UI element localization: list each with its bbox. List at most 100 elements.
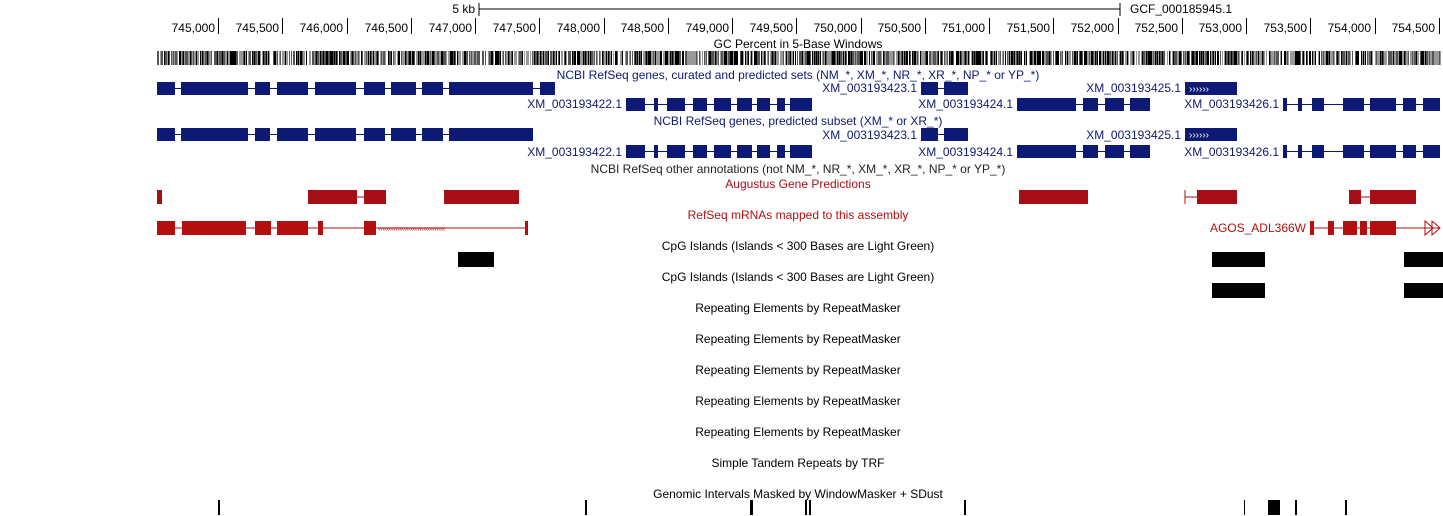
- gc-window-bar: [511, 51, 512, 65]
- refseq-all-track[interactable]: NCBI RefSeq genes, curated and predicted…: [157, 68, 1440, 111]
- gc-window-bar: [515, 51, 516, 65]
- gene-label-xm-003193422[interactable]: XM_003193422.1: [527, 97, 622, 111]
- gene-label-xm-003193422-subset[interactable]: XM_003193422.1: [527, 145, 622, 159]
- augustus-track[interactable]: Augustus Gene Predictions: [157, 177, 1416, 204]
- gc-window-bar: [258, 51, 259, 65]
- masked-interval[interactable]: [1345, 500, 1347, 515]
- mrna-agos-adl366w[interactable]: [1310, 219, 1441, 237]
- augustus-prediction[interactable]: [157, 190, 162, 204]
- refseq-mrna-track[interactable]: RefSeq mRNAs mapped to this assembly ‹‹‹…: [157, 208, 1441, 237]
- gc-window-bar: [1377, 51, 1378, 65]
- gc-window-bar: [182, 51, 183, 65]
- gene-label-xm-003193424[interactable]: XM_003193424.1: [918, 97, 1013, 111]
- gene-xm-003193423-subset[interactable]: [921, 128, 968, 141]
- gc-window-bar: [1321, 51, 1322, 65]
- gc-window-bar: [927, 51, 928, 65]
- augustus-prediction[interactable]: [1349, 190, 1361, 204]
- gc-window-bar: [545, 51, 546, 65]
- gc-window-bar: [972, 51, 973, 65]
- gene-label-xm-003193426-subset[interactable]: XM_003193426.1: [1184, 145, 1279, 159]
- gc-percent-track[interactable]: GC Percent in 5-Base Windows: [157, 37, 1441, 65]
- gc-window-bar: [872, 51, 873, 65]
- repeatmasker-track-title[interactable]: Repeating Elements by RepeatMasker: [695, 301, 900, 315]
- augustus-prediction[interactable]: [1370, 190, 1416, 204]
- gc-window-bar: [1044, 51, 1045, 65]
- windowmasker-track[interactable]: Genomic Intervals Masked by WindowMasker…: [218, 487, 1347, 515]
- repeatmasker-track-title[interactable]: Repeating Elements by RepeatMasker: [695, 363, 900, 377]
- gene-label-xm-003193423[interactable]: XM_003193423.1: [822, 81, 917, 95]
- base-position-ruler[interactable]: 5 kb GCF_000185945.1 745,000 745,500 746…: [172, 2, 1440, 35]
- repeatmasker-track-title[interactable]: Repeating Elements by RepeatMasker: [695, 332, 900, 346]
- gc-window-bar: [685, 51, 686, 65]
- gc-window-bar: [934, 51, 935, 65]
- gc-window-bar: [957, 51, 958, 65]
- gc-window-bar: [321, 51, 322, 65]
- gc-window-bar: [300, 51, 301, 65]
- cpg-islands-track-2[interactable]: CpG Islands (Islands < 300 Bases are Lig…: [662, 270, 1443, 298]
- gc-window-bar: [269, 51, 270, 65]
- gene-xm-003193425[interactable]: ››››››: [1185, 82, 1237, 95]
- refseq-subset-track[interactable]: NCBI RefSeq genes, predicted subset (XM_…: [157, 114, 1440, 159]
- gene-xm-003193425-subset[interactable]: ››››››: [1185, 128, 1237, 141]
- trf-track-title[interactable]: Simple Tandem Repeats by TRF: [712, 456, 885, 470]
- gc-window-bar: [1391, 51, 1392, 65]
- gene-label-xm-003193423-subset[interactable]: XM_003193423.1: [822, 128, 917, 142]
- gc-window-bar: [1144, 51, 1145, 65]
- gc-window-bar: [842, 51, 843, 65]
- augustus-prediction[interactable]: [364, 190, 386, 204]
- masked-interval[interactable]: [809, 500, 811, 515]
- gc-window-bar: [572, 51, 573, 65]
- gc-window-bar: [1213, 51, 1214, 65]
- gc-window-bar: [1402, 51, 1403, 65]
- masked-interval[interactable]: [1268, 500, 1280, 515]
- mrna-alignment-left[interactable]: ‹‹‹‹‹‹‹‹‹‹‹‹‹‹‹‹‹‹‹‹‹‹‹‹‹‹‹‹‹‹‹: [157, 221, 528, 235]
- gc-window-bar: [1202, 51, 1203, 65]
- augustus-prediction[interactable]: [1019, 190, 1088, 204]
- augustus-prediction[interactable]: [444, 190, 519, 204]
- gene-label-xm-003193425-subset[interactable]: XM_003193425.1: [1086, 128, 1181, 142]
- gc-window-bar: [1420, 51, 1421, 65]
- cpg-islands-track-1[interactable]: CpG Islands (Islands < 300 Bases are Lig…: [458, 239, 1443, 267]
- gene-xm-003193422-subset[interactable]: [626, 145, 812, 158]
- gc-window-bar: [885, 51, 886, 65]
- augustus-prediction[interactable]: [308, 190, 357, 204]
- gc-window-bar: [478, 51, 479, 65]
- gene-label-xm-003193425[interactable]: XM_003193425.1: [1086, 81, 1181, 95]
- gc-window-bar: [691, 51, 692, 65]
- gene-xm-003193424-subset[interactable]: [1017, 145, 1150, 158]
- mrna-label-agos-adl366w[interactable]: AGOS_ADL366W: [1210, 221, 1307, 235]
- masked-interval[interactable]: [805, 500, 807, 515]
- cpg-island[interactable]: [458, 252, 494, 267]
- masked-interval[interactable]: [750, 500, 753, 515]
- repeatmasker-track-title[interactable]: Repeating Elements by RepeatMasker: [695, 394, 900, 408]
- exon: [757, 145, 770, 158]
- masked-interval[interactable]: [1295, 500, 1297, 515]
- cpg-island[interactable]: [1404, 283, 1443, 298]
- gc-window-bar: [967, 51, 968, 65]
- gc-window-bar: [1003, 51, 1004, 65]
- masked-interval[interactable]: [964, 500, 966, 515]
- masked-interval[interactable]: [1244, 500, 1245, 515]
- gene-xm-003193423[interactable]: [921, 82, 968, 95]
- cpg-island[interactable]: [1212, 283, 1265, 298]
- gc-window-bar: [206, 51, 207, 65]
- gene-xm-003193424[interactable]: [1017, 98, 1150, 111]
- gene-xm-003193422-subset-row1[interactable]: [157, 128, 533, 141]
- repeatmasker-track-title[interactable]: Repeating Elements by RepeatMasker: [695, 425, 900, 439]
- augustus-prediction[interactable]: [1197, 190, 1237, 204]
- gene-xm-003193426[interactable]: [1283, 98, 1440, 111]
- gene-xm-003193422-row1[interactable]: [157, 82, 555, 95]
- gc-window-bar: [1406, 51, 1407, 65]
- cpg-island[interactable]: [1212, 252, 1265, 267]
- cpg-island[interactable]: [1404, 252, 1443, 267]
- gene-label-xm-003193426[interactable]: XM_003193426.1: [1184, 97, 1279, 111]
- gene-xm-003193422[interactable]: [626, 98, 812, 111]
- masked-interval[interactable]: [585, 500, 587, 515]
- gene-label-xm-003193424-subset[interactable]: XM_003193424.1: [918, 145, 1013, 159]
- gc-window-bar: [522, 51, 523, 65]
- refseq-other-track-title[interactable]: NCBI RefSeq other annotations (not NM_*,…: [591, 162, 1006, 176]
- masked-interval[interactable]: [218, 500, 220, 515]
- gc-window-bar: [1188, 51, 1189, 65]
- gene-xm-003193426-subset[interactable]: [1283, 145, 1440, 158]
